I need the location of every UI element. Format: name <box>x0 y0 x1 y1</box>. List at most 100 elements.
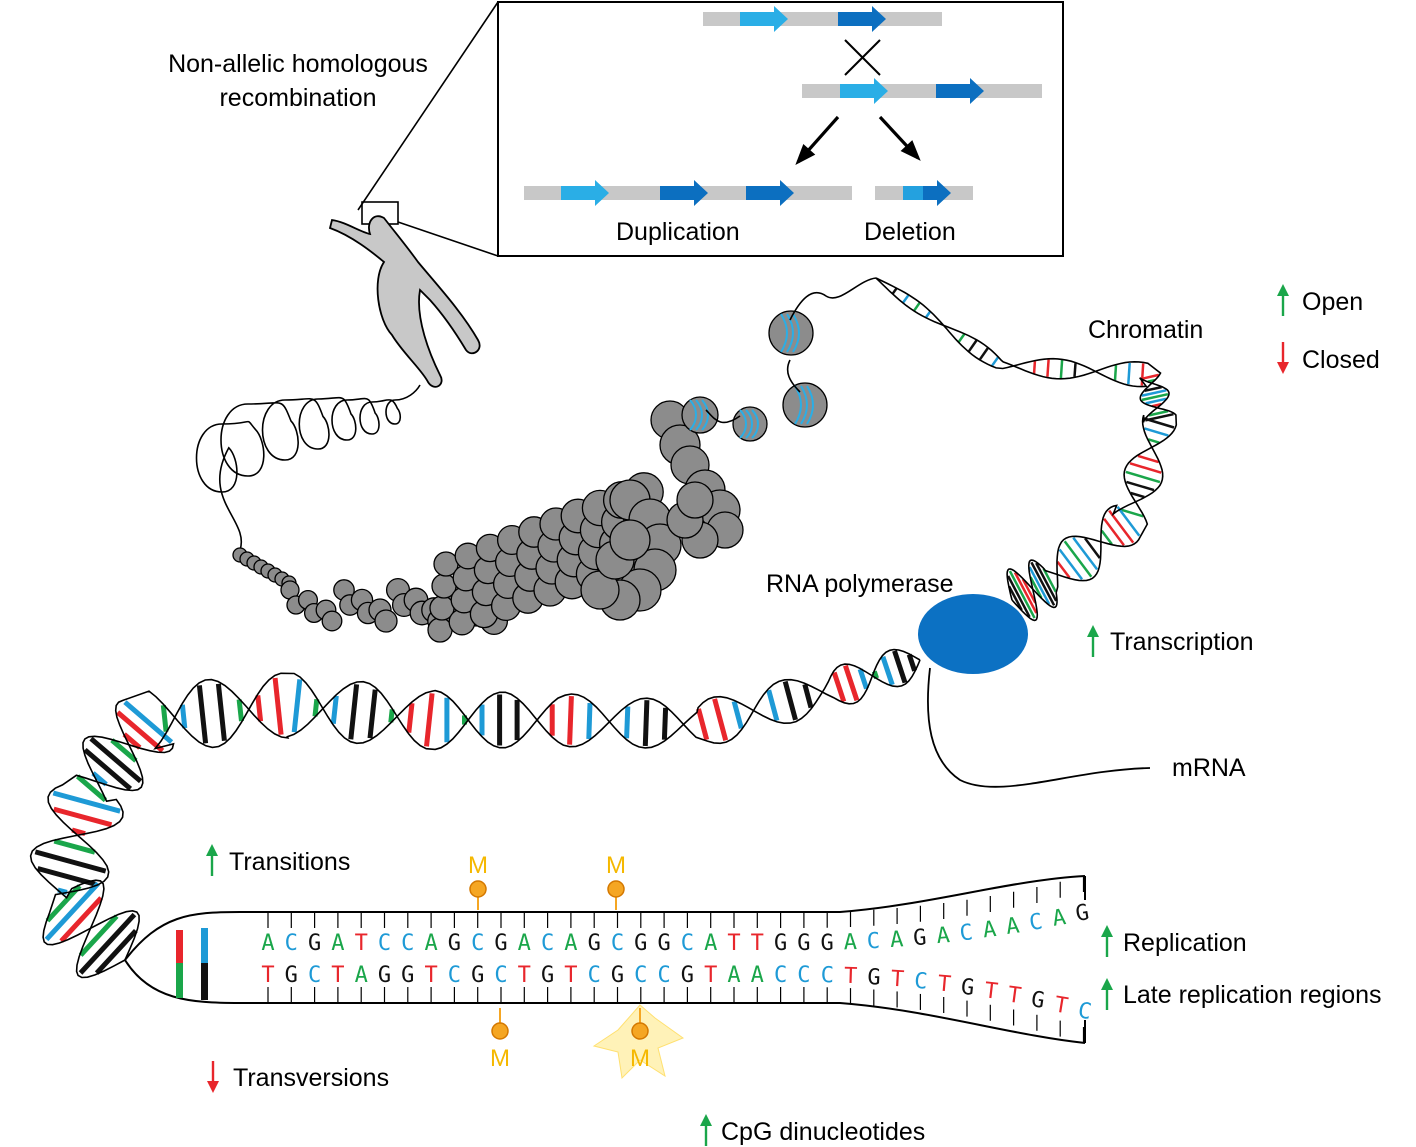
methyl-mark: M <box>490 1008 510 1072</box>
base-letter: T <box>727 931 740 956</box>
nucleosome <box>321 610 343 632</box>
mrna-label: mRNA <box>1172 754 1246 782</box>
base-pair <box>967 339 978 353</box>
base-pair <box>34 849 107 874</box>
nucleosome <box>427 617 453 643</box>
base-pair <box>1072 537 1099 571</box>
base-pair <box>236 699 244 722</box>
base-pair <box>1147 438 1160 444</box>
base-pair <box>1137 454 1159 464</box>
indicator-transversions: Transversions <box>207 1061 389 1093</box>
repeat-arrow-icon <box>936 78 984 104</box>
base-letter: T <box>704 963 717 988</box>
base-pair <box>44 881 101 942</box>
base-pair <box>712 698 729 741</box>
base-letter: C <box>448 963 461 988</box>
deletion-label: Deletion <box>864 218 956 246</box>
base-letter: T <box>564 963 577 988</box>
base-letter: G <box>588 931 601 956</box>
base-letter: C <box>1076 998 1093 1025</box>
base-letter: T <box>844 964 858 989</box>
base-pair <box>1100 529 1113 545</box>
chromosome-icon <box>328 215 481 388</box>
base-letter: C <box>797 963 810 988</box>
indicator-closed: Closed <box>1277 342 1380 374</box>
base-pair <box>782 680 798 721</box>
base-pair <box>94 929 138 975</box>
base-pair <box>1151 402 1162 408</box>
base-letter: G <box>681 963 694 988</box>
open-arrow-icon <box>1277 284 1289 316</box>
base-pair <box>1144 427 1169 437</box>
late-replication-arrow-icon <box>1101 978 1113 1010</box>
base-pair <box>1008 570 1036 619</box>
base-pair <box>1059 360 1064 379</box>
base-pair <box>892 650 908 684</box>
base-letter: G <box>448 931 461 956</box>
closed-label: Closed <box>1302 346 1380 374</box>
base-pair <box>1103 518 1125 546</box>
base-pair <box>696 708 710 741</box>
nucleosome <box>732 406 768 442</box>
nahr-label-line2: recombination <box>219 84 376 112</box>
base-pair <box>957 333 966 343</box>
base-letter: T <box>261 963 274 988</box>
base-pair <box>255 695 264 722</box>
base-pair <box>348 684 360 740</box>
svg-text:M: M <box>490 1045 510 1072</box>
indicator-replication: Replication <box>1101 925 1247 957</box>
base-pair <box>843 664 860 702</box>
base-pair <box>567 696 574 745</box>
base-pair <box>59 896 103 943</box>
base-letter: G <box>1074 900 1091 927</box>
base-pair <box>71 827 86 837</box>
replication-arrow-icon <box>1101 925 1113 957</box>
base-pair <box>1108 509 1135 544</box>
base-letter: A <box>518 931 531 956</box>
base-pair <box>1141 392 1169 402</box>
base-pair <box>1127 362 1131 385</box>
repeat-arrow-icon <box>838 6 886 32</box>
base-pair <box>37 866 96 887</box>
base-pair <box>312 698 320 717</box>
base-pair <box>179 704 188 729</box>
base-letter: C <box>308 963 321 988</box>
closed-arrow-icon <box>1277 342 1289 374</box>
base-pair <box>731 700 744 729</box>
base-letter: C <box>774 963 787 988</box>
base-pair <box>52 790 121 814</box>
base-letter: A <box>727 963 740 988</box>
base-pair <box>122 732 142 750</box>
inset-box <box>497 1 1064 257</box>
base-letter: A <box>982 917 998 943</box>
base-letter: G <box>471 963 484 988</box>
indicator-cpg: CpG dinucleotides <box>700 1114 925 1146</box>
transitions-arrow-icon <box>206 844 218 876</box>
base-pair <box>1030 561 1056 606</box>
base-letter: G <box>541 963 554 988</box>
base-letter: C <box>1028 909 1045 936</box>
base-letter: A <box>889 927 904 953</box>
base-letter: G <box>308 931 321 956</box>
repeat-arrow-icon <box>561 180 609 206</box>
base-pair <box>110 738 138 763</box>
base-pair <box>1141 389 1167 397</box>
transversions-label: Transversions <box>233 1064 389 1092</box>
indicator-late-replication: Late replication regions <box>1101 978 1382 1010</box>
base-letter: A <box>751 963 764 988</box>
base-letter: T <box>751 931 764 956</box>
base-letter: T <box>518 963 531 988</box>
nucleosome <box>782 382 828 428</box>
base-pair <box>1126 480 1155 492</box>
base-pair <box>766 689 780 722</box>
base-pair <box>1143 417 1175 429</box>
base-pair <box>1148 409 1169 417</box>
base-pair <box>891 287 898 295</box>
base-pair <box>160 704 169 732</box>
open-label: Open <box>1302 288 1363 316</box>
transcription-label: Transcription <box>1110 628 1254 656</box>
base-pair <box>802 683 814 709</box>
